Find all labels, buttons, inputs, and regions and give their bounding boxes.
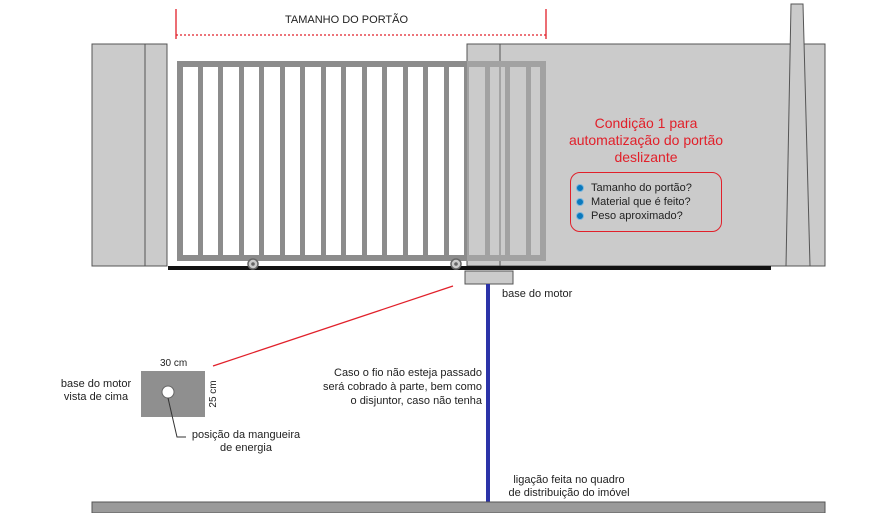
bullet-icon xyxy=(576,212,584,220)
wire-note-line-2: será cobrado à parte, bem como xyxy=(323,381,482,393)
panel-link-line-1: ligação feita no quadro xyxy=(513,474,625,486)
gate-bar xyxy=(485,61,490,261)
hose-pointer-line xyxy=(167,397,186,438)
hose-position-label-2: de energia xyxy=(220,442,272,454)
gate-bar xyxy=(464,61,469,261)
gate-bar xyxy=(321,61,326,261)
gate-bar xyxy=(505,61,510,261)
gate-overlap-shade xyxy=(467,61,546,261)
panel-link-line-2: de distribuição do imóvel xyxy=(508,487,630,499)
gate-right-stile xyxy=(540,61,546,261)
hose-position-label-1: posição da mangueira xyxy=(191,429,301,441)
gate-bottom-rail xyxy=(177,255,546,261)
motor-base-block xyxy=(464,270,514,285)
gate-bar xyxy=(382,61,387,261)
gate-rail xyxy=(168,266,771,270)
gate-bar xyxy=(218,61,223,261)
gate-bar xyxy=(526,61,531,261)
question-item: Material que é feito? xyxy=(576,195,721,209)
wire-note-line-3: o disjuntor, caso não tenha xyxy=(350,395,482,407)
condition-title-line-1: Condição 1 para xyxy=(594,115,698,131)
gate-bar xyxy=(341,61,346,261)
gate-bar xyxy=(300,61,305,261)
height-dimension-label: 25 cm xyxy=(208,380,219,407)
hose-hole xyxy=(161,385,175,399)
condition-questions-box: Tamanho do portão? Material que é feito?… xyxy=(570,172,722,232)
gate-bar xyxy=(259,61,264,261)
bullet-icon xyxy=(576,184,584,192)
gate-bar xyxy=(444,61,449,261)
condition-title-line-2: automatização do portão xyxy=(568,132,724,148)
question-item: Tamanho do portão? xyxy=(576,181,721,195)
sliding-gate xyxy=(177,61,546,261)
gate-bar xyxy=(423,61,428,261)
gate-bar xyxy=(198,61,203,261)
gate-post xyxy=(785,3,811,267)
motor-base-top-label-2: vista de cima xyxy=(63,391,129,403)
width-dimension-label: 30 cm xyxy=(160,358,188,369)
bullet-icon xyxy=(576,198,584,206)
motor-base-top-label-1: base do motor xyxy=(60,378,132,390)
gate-top-rail xyxy=(177,61,546,67)
left-wall xyxy=(91,43,168,267)
gate-size-label: TAMANHO DO PORTÃO xyxy=(285,14,409,26)
distribution-panel-bar xyxy=(91,501,826,513)
question-item: Peso aproximado? xyxy=(576,209,721,223)
gate-bar xyxy=(362,61,367,261)
gate-bar xyxy=(403,61,408,261)
condition-title-line-3: deslizante xyxy=(614,149,678,165)
motor-base-label: base do motor xyxy=(502,288,573,300)
wire-note-line-1: Caso o fio não esteja passado xyxy=(334,367,482,379)
gate-left-stile xyxy=(177,61,183,261)
gate-bar xyxy=(239,61,244,261)
gate-bar xyxy=(280,61,285,261)
motor-base-link-line xyxy=(212,285,454,367)
